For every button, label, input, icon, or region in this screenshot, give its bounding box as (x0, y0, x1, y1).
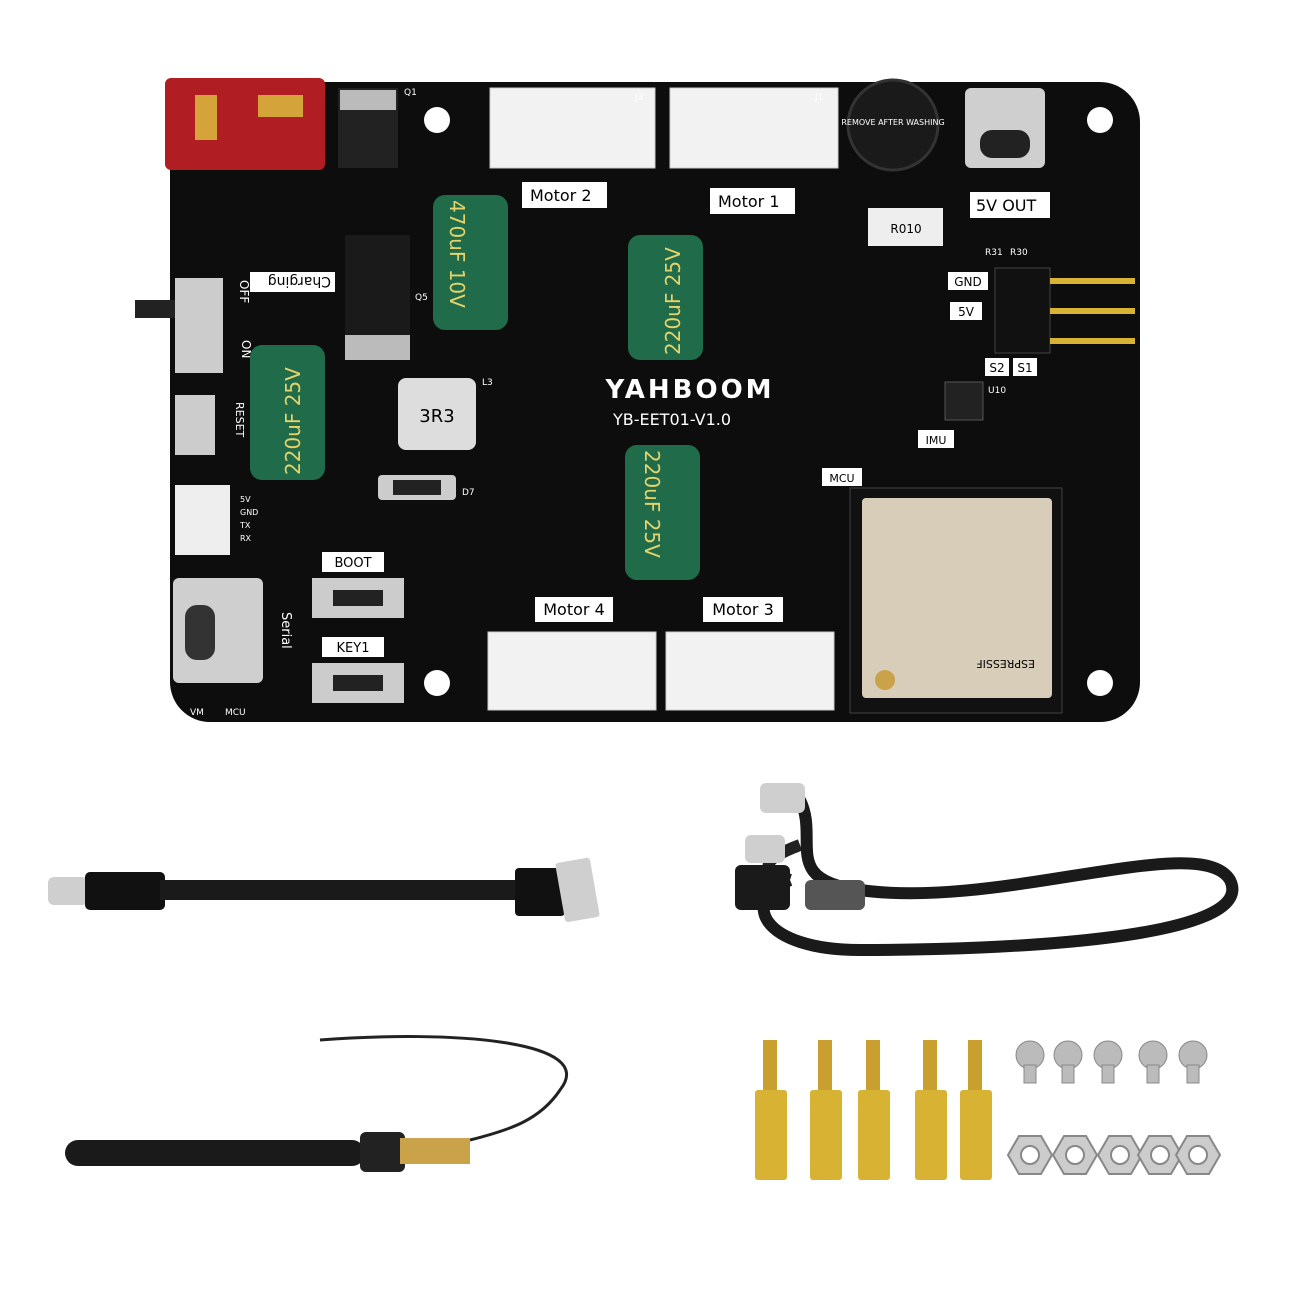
power-connector (165, 78, 325, 170)
svg-text:TX: TX (239, 521, 251, 530)
svg-text:OFF: OFF (237, 280, 251, 303)
mount-hole (1087, 107, 1113, 133)
svg-text:3R3: 3R3 (419, 406, 454, 427)
svg-text:RX: RX (240, 534, 252, 543)
svg-text:R30: R30 (1010, 248, 1028, 258)
motor-2-connector: J3 Motor 2 (489, 87, 656, 208)
motor-4-label: Motor 4 (543, 600, 605, 619)
svg-text:GND: GND (240, 508, 258, 517)
buzzer: REMOVE AFTER WASHING (841, 78, 945, 172)
capacitor: 220uF 25V (250, 345, 325, 480)
motor-2-label: Motor 2 (530, 186, 592, 205)
pin-header (994, 267, 1135, 354)
usb-c-braided-cable (735, 783, 1239, 957)
mount-hole (424, 107, 450, 133)
svg-text:D7: D7 (462, 488, 475, 498)
svg-text:470uF 10V: 470uF 10V (445, 200, 469, 308)
ref-q5: Q5 (415, 293, 428, 303)
capacitor: 220uF 25V (625, 445, 700, 580)
svg-text:S2: S2 (989, 361, 1004, 375)
screws (1015, 1040, 1208, 1084)
motor-3-label: Motor 3 (712, 600, 774, 619)
svg-text:L3: L3 (482, 378, 493, 388)
svg-text:5V: 5V (958, 305, 975, 319)
svg-text:ESPRESSIF: ESPRESSIF (976, 657, 1035, 670)
svg-text:220uF 25V: 220uF 25V (640, 450, 664, 558)
motor-4-connector (487, 631, 657, 711)
svg-text:S1: S1 (1017, 361, 1032, 375)
key1-label: KEY1 (337, 641, 370, 656)
motor-1-label: Motor 1 (718, 192, 780, 211)
pcb-board: Q1 Q5 J3 Motor 2 J1 Motor 1 REMOVE AFTER… (135, 78, 1140, 722)
svg-text:REMOVE AFTER WASHING: REMOVE AFTER WASHING (841, 118, 944, 127)
svg-text:220uF 25V: 220uF 25V (281, 367, 305, 475)
motor-3-connector (665, 631, 835, 711)
motor-1-connector: J1 Motor 1 (669, 87, 839, 214)
svg-text:VM: VM (190, 708, 204, 718)
svg-text:J1: J1 (814, 93, 823, 103)
boot-label: BOOT (334, 556, 371, 571)
wifi-antenna (65, 1035, 569, 1172)
svg-text:J3: J3 (634, 93, 643, 103)
charging-label: Charging (268, 273, 331, 289)
svg-text:R31: R31 (985, 248, 1003, 258)
hex-nuts (1006, 1135, 1222, 1175)
brass-standoffs (755, 1040, 992, 1180)
svg-text:RESET: RESET (233, 402, 246, 438)
svg-text:ON: ON (239, 340, 253, 358)
svg-text:U10: U10 (988, 386, 1006, 396)
svg-text:MCU: MCU (225, 708, 246, 718)
svg-text:220uF 25V: 220uF 25V (661, 247, 685, 355)
svg-text:GND: GND (954, 275, 982, 289)
esp32-module: ESPRESSIF (849, 487, 1063, 714)
mount-hole (1087, 670, 1113, 696)
yahboom-logo: YAHBOOM (604, 375, 774, 405)
usb-c-short-cable (48, 857, 600, 923)
capacitor: 470uF 10V (433, 195, 508, 330)
svg-text:IMU: IMU (926, 434, 947, 447)
capacitor: 220uF 25V (628, 235, 703, 360)
resistor-label: R010 (890, 222, 921, 236)
svg-text:MCU: MCU (829, 472, 854, 485)
mount-hole (424, 670, 450, 696)
ref-q1: Q1 (404, 88, 417, 98)
5v-out-label: 5V OUT (976, 196, 1037, 215)
svg-text:5V: 5V (240, 495, 251, 504)
board-model-label: YB-EET01-V1.0 (612, 410, 731, 429)
serial-label: Serial (278, 612, 293, 649)
